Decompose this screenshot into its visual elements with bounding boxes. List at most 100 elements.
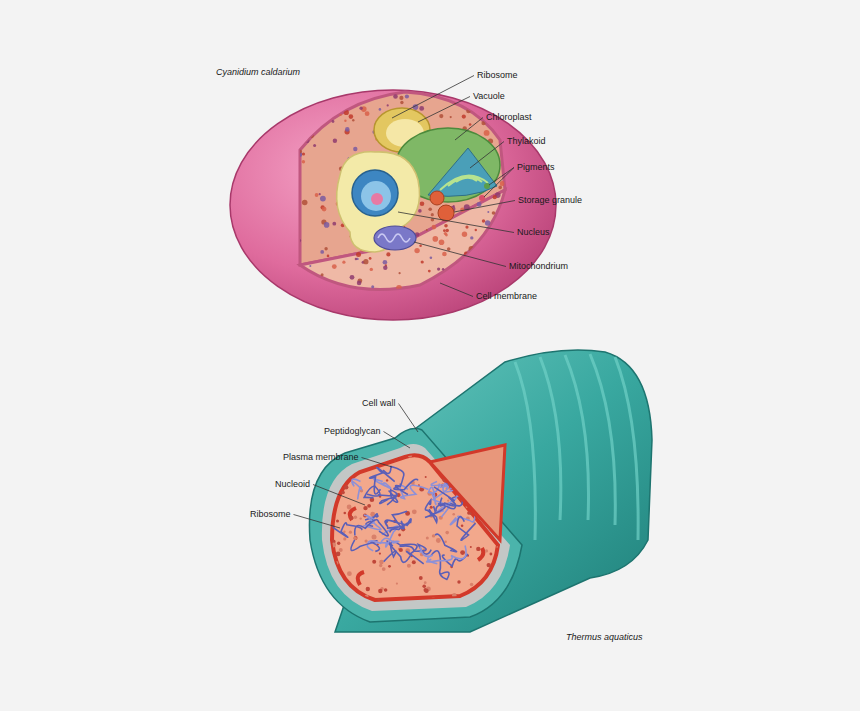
ribosome-dot (462, 115, 466, 119)
ribosome-dot (434, 450, 438, 454)
pigment (479, 195, 485, 201)
ribosome-dot (447, 247, 451, 251)
ribosome-dot (344, 110, 349, 115)
ribosome-dot (485, 220, 490, 225)
ribosome-dot (342, 92, 348, 98)
ribosome-dot (450, 116, 452, 118)
ribosome-dot (466, 109, 471, 114)
dna-strand (384, 542, 417, 562)
ribosome-dot (422, 585, 426, 589)
ribosome-dot (498, 597, 502, 601)
ribosome-dot (445, 531, 449, 535)
ribosome-dot (320, 196, 326, 202)
ribosome-dot (302, 200, 308, 206)
dna-strand (435, 534, 456, 552)
thylakoid-stack (440, 175, 488, 190)
ribosome-dot (487, 255, 493, 261)
ribosome-dot (322, 92, 324, 94)
ribosome-dot (465, 226, 468, 229)
ribosome-dot (428, 270, 431, 273)
ribosome-dot (485, 104, 489, 108)
ribosome-dot (466, 457, 470, 461)
part-label: Peptidoglycan (324, 426, 381, 437)
part-label: Ribosome (477, 70, 518, 81)
ribosome-dot (315, 193, 319, 197)
ribosome-dot (492, 492, 497, 497)
ribosome-dot (412, 509, 417, 514)
ribosome-dot (445, 234, 448, 237)
ribosome-dot (424, 589, 428, 593)
ribosome-dot (385, 455, 389, 459)
ribosome-dot (334, 561, 338, 565)
ribosome-dot (309, 265, 311, 267)
ribosome-dot (492, 211, 496, 215)
ribosome-dot (489, 104, 492, 107)
ribosome-dot (298, 146, 301, 149)
ribosome-dot (347, 571, 352, 576)
ribosome-dot (439, 114, 443, 118)
ribosome-dot (299, 116, 302, 119)
ribosome-dot (419, 576, 423, 580)
ribosome-dot (483, 267, 488, 272)
membrane-folds (350, 508, 484, 585)
ribosome-dot (394, 459, 396, 461)
storage-granule (430, 191, 444, 205)
ribosome-dot (469, 246, 475, 252)
dna-strand (332, 523, 362, 537)
ribosome-dot (313, 144, 316, 147)
ribosome-dot (343, 537, 346, 540)
ribosome-dot (482, 236, 486, 240)
nucleus-inner (361, 181, 391, 211)
ribosome-dot (336, 569, 338, 571)
nucleoid (332, 467, 479, 580)
ribosome-dot (442, 268, 444, 270)
ribosome-dot (365, 540, 368, 543)
ribosome-dot (436, 538, 441, 543)
ribosome-dot (367, 504, 371, 508)
ribosome-dot (365, 595, 369, 599)
leader-line (470, 142, 504, 169)
ribosome-dot (482, 219, 485, 222)
ribosome-dot (426, 537, 429, 540)
ribosome-dot (474, 509, 478, 513)
ribosome-dot (370, 268, 373, 271)
ribosome-dot (372, 560, 376, 564)
ribosome-dot (329, 530, 331, 532)
ribosome-dot (421, 260, 424, 263)
species-name: Thermus aquaticus (566, 632, 643, 643)
part-label: Nucleoid (275, 479, 310, 490)
ribosome-dot (484, 130, 490, 136)
ribosome-dot (472, 595, 475, 598)
ribosome-dot (444, 224, 448, 228)
ribosome-dot (302, 152, 305, 155)
ribosome-dot (498, 490, 501, 493)
leader-line (313, 485, 365, 506)
ribosome-dot (485, 549, 488, 552)
dna-strand (368, 538, 399, 543)
ribosome-dot (452, 513, 455, 516)
ribosome-dot (419, 244, 422, 247)
ribosome-dot (363, 506, 367, 510)
ribosome-dot (491, 570, 496, 575)
ribosome-dot (332, 264, 337, 269)
ribosome-dot (302, 160, 305, 163)
bacterium-cell (309, 350, 652, 632)
ribosome-dot (490, 553, 493, 556)
ribosome-dot (357, 281, 362, 286)
ribosome-dot (322, 207, 327, 212)
ribosome-dot (333, 139, 337, 143)
ribosome-dot (319, 193, 321, 195)
ribosome-dot (314, 104, 317, 107)
ribosome-dot (339, 113, 342, 116)
dna-strand (352, 479, 362, 499)
ribosome-dot (297, 139, 301, 143)
ribosome-dot (393, 94, 398, 99)
dna-strand (378, 490, 398, 502)
ribosome-dot (307, 93, 312, 98)
ribosome-dot (414, 248, 419, 253)
ribosome-dot (452, 593, 457, 598)
ribosome-dot (466, 505, 469, 508)
dna-strand (431, 551, 449, 580)
ribosome-dot (354, 516, 357, 519)
